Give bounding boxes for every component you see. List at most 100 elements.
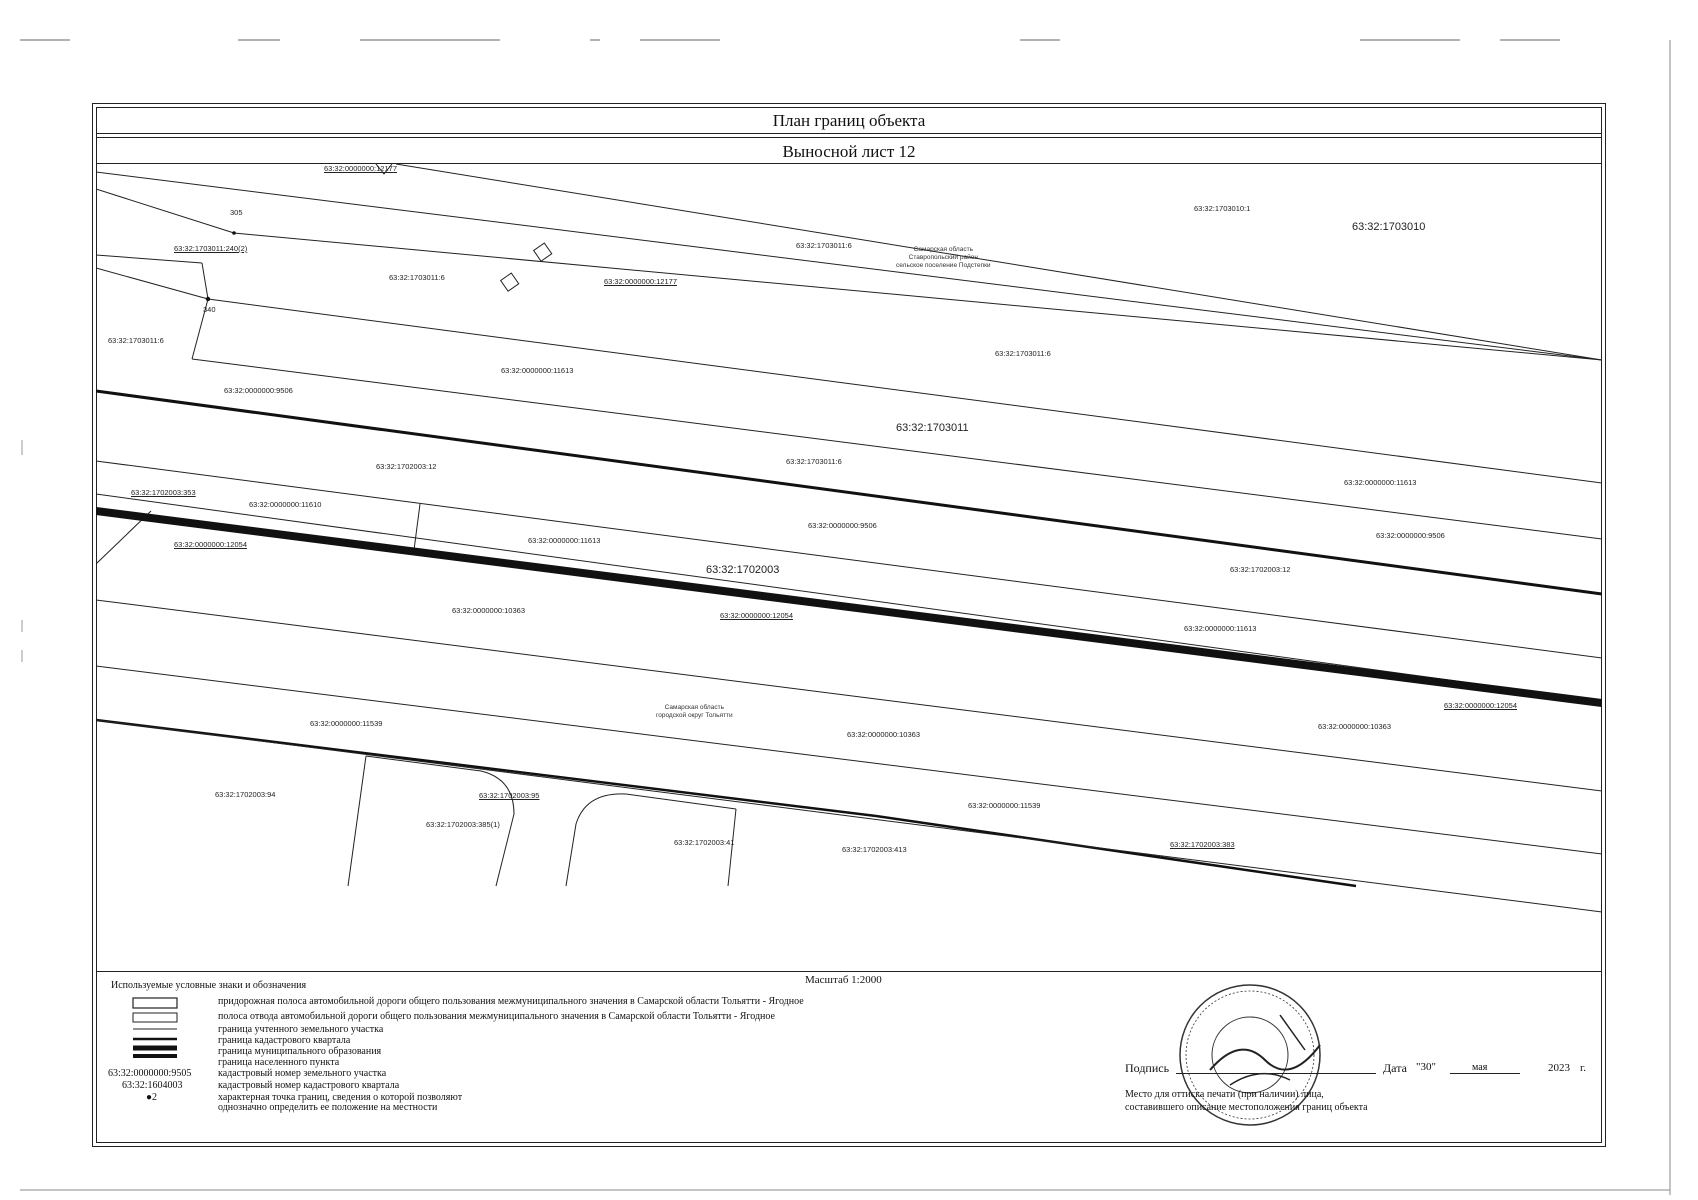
parcel-label: 63:32:0000000:12054 bbox=[174, 540, 247, 549]
legend-item: придорожная полоса автомобильной дороги … bbox=[218, 996, 804, 1007]
parcel-label: 63:32:0000000:11539 bbox=[968, 801, 1041, 810]
parcel-label: 63:32:1703010:1 bbox=[1194, 204, 1251, 213]
legend-separator bbox=[96, 971, 1602, 972]
parcel-label: 63:32:0000000:12054 bbox=[720, 611, 793, 620]
parcel-label: 63:32:0000000:12177 bbox=[604, 277, 677, 286]
parcel-label: 63:32:0000000:9506 bbox=[808, 521, 877, 530]
plan-title: План границ объекта bbox=[96, 107, 1602, 134]
boundary-line bbox=[413, 503, 421, 551]
parcel-label: 63:32:1703011:6 bbox=[786, 457, 842, 466]
parcel-label: 63:32:1703011:240(2) bbox=[174, 244, 248, 253]
map-drawing bbox=[96, 164, 1602, 913]
date-year: 2023 bbox=[1548, 1062, 1570, 1074]
month-line bbox=[1450, 1073, 1520, 1074]
quarter-label: 63:32:1703010 bbox=[1352, 221, 1426, 233]
parcel-label: 63:32:1703011:6 bbox=[796, 241, 852, 250]
legend-item: граница учтенного земельного участка bbox=[218, 1024, 384, 1035]
date-day: "30" bbox=[1416, 1061, 1436, 1073]
boundary-line bbox=[96, 599, 1602, 792]
stamp-note-line1: Место для оттиска печати (при наличии) л… bbox=[1125, 1089, 1324, 1100]
boundary-line bbox=[727, 808, 737, 887]
boundary-line bbox=[96, 254, 203, 264]
legend-code-quarter: 63:32:1604003 bbox=[122, 1080, 183, 1091]
signature-line bbox=[1176, 1073, 1376, 1074]
document-frame-inner bbox=[96, 107, 1602, 1143]
boundary-line bbox=[191, 298, 209, 360]
boundary-line bbox=[96, 665, 1602, 855]
parcel-label: 63:32:0000000:10363 bbox=[847, 730, 920, 739]
parcel-label: 63:32:1702003:41 bbox=[674, 838, 735, 847]
boundary-line bbox=[201, 262, 209, 300]
point-305 bbox=[232, 231, 236, 235]
legend-code-parcel: 63:32:0000000:9505 bbox=[108, 1068, 192, 1079]
parcel-label: 63:32:1702003:383 bbox=[1170, 840, 1235, 849]
boundary-line bbox=[233, 232, 1602, 361]
boundary-line bbox=[96, 460, 1602, 659]
parcel-label: 63:32:1702003:12 bbox=[376, 462, 437, 471]
parcel-marker bbox=[532, 242, 553, 262]
quarter-boundary bbox=[96, 718, 877, 818]
boundary-line bbox=[96, 171, 1602, 361]
legend-item: граница населенного пункта bbox=[218, 1057, 340, 1068]
parcel-label: 63:32:1703011:6 bbox=[108, 336, 164, 345]
boundary-line bbox=[96, 188, 235, 234]
legend-item: граница муниципального образования bbox=[218, 1046, 382, 1057]
region-label: Самарская область Ставропольский район с… bbox=[896, 246, 991, 269]
parcel-marker bbox=[375, 164, 393, 175]
legend-item: кадастровый номер кадастрового квартала bbox=[218, 1080, 400, 1091]
parcel-label: 63:32:0000000:11613 bbox=[1184, 624, 1257, 633]
boundary-line bbox=[96, 493, 1602, 702]
legend-title: Используемые условные знаки и обозначени… bbox=[111, 980, 307, 991]
parcel-label: 63:32:1702003:353 bbox=[131, 488, 196, 497]
point-340 bbox=[205, 296, 211, 302]
boundary-line bbox=[395, 164, 1602, 361]
parcel-label: 63:32:1702003:94 bbox=[215, 790, 276, 799]
region-label: Самарская область городской округ Тольят… bbox=[656, 704, 733, 719]
scale-label: Масштаб 1:2000 bbox=[805, 974, 882, 986]
legend-item: характерная точка границ, сведения о кот… bbox=[218, 1092, 463, 1103]
sheet-title: Выносной лист 12 bbox=[96, 137, 1602, 164]
parcel-label: 63:32:0000000:10363 bbox=[452, 606, 525, 615]
boundary-line bbox=[96, 719, 1602, 913]
parcel-label: 63:32:1702003:413 bbox=[842, 845, 907, 854]
boundary-line bbox=[565, 793, 737, 887]
parcel-label: 63:32:0000000:12054 bbox=[1444, 701, 1517, 710]
legend-item: кадастровый номер земельного участка bbox=[218, 1068, 387, 1079]
boundary-line bbox=[207, 298, 1602, 484]
legend-symbols bbox=[132, 997, 178, 1058]
parcel-label: 63:32:0000000:11613 bbox=[1344, 478, 1417, 487]
point-label: 340 bbox=[203, 305, 216, 314]
legend-item: однозначно определить ее положение на ме… bbox=[218, 1102, 438, 1113]
parcel-label: 63:32:0000000:11613 bbox=[501, 366, 574, 375]
parcel-label: 63:32:0000000:11613 bbox=[528, 536, 601, 545]
parcel-label: 63:32:0000000:11539 bbox=[310, 719, 383, 728]
legend-symbol-right-of-way bbox=[132, 1012, 178, 1023]
parcel-label: 63:32:1702003:12 bbox=[1230, 565, 1291, 574]
date-year-suffix: г. bbox=[1580, 1062, 1587, 1074]
boundary-line bbox=[347, 755, 367, 887]
parcel-label: 63:32:1702003:385(1) bbox=[426, 820, 500, 829]
document-frame bbox=[92, 103, 1606, 1147]
parcel-label: 63:32:0000000:11610 bbox=[249, 500, 322, 509]
point-label: 305 bbox=[230, 208, 243, 217]
signature-label: Подпись bbox=[1125, 1061, 1170, 1075]
boundary-line bbox=[365, 755, 515, 887]
parcel-label: 63:32:1702003:95 bbox=[479, 791, 540, 800]
quarter-boundary bbox=[96, 389, 1602, 596]
boundary-line bbox=[96, 267, 209, 300]
parcel-label: 63:32:0000000:10363 bbox=[1318, 722, 1391, 731]
municipal-boundary bbox=[96, 507, 1602, 707]
date-label: Дата bbox=[1383, 1061, 1407, 1075]
date-month: мая bbox=[1472, 1062, 1488, 1073]
legend-item: полоса отвода автомобильной дороги общег… bbox=[218, 1011, 775, 1022]
parcel-label: 63:32:0000000:9506 bbox=[224, 386, 293, 395]
quarter-label: 63:32:1703011 bbox=[896, 422, 969, 434]
legend-code-point: ●2 bbox=[146, 1092, 158, 1103]
parcel-label: 63:32:1703011:6 bbox=[995, 349, 1051, 358]
cadastral-map: 63:32:0000000:12177 305 63:32:1703010:1 … bbox=[96, 164, 1602, 971]
parcel-label: 63:32:1703011:6 bbox=[389, 273, 445, 282]
legend-item: граница кадастрового квартала bbox=[218, 1035, 351, 1046]
quarter-boundary bbox=[875, 814, 1357, 888]
boundary-line bbox=[191, 358, 1602, 540]
